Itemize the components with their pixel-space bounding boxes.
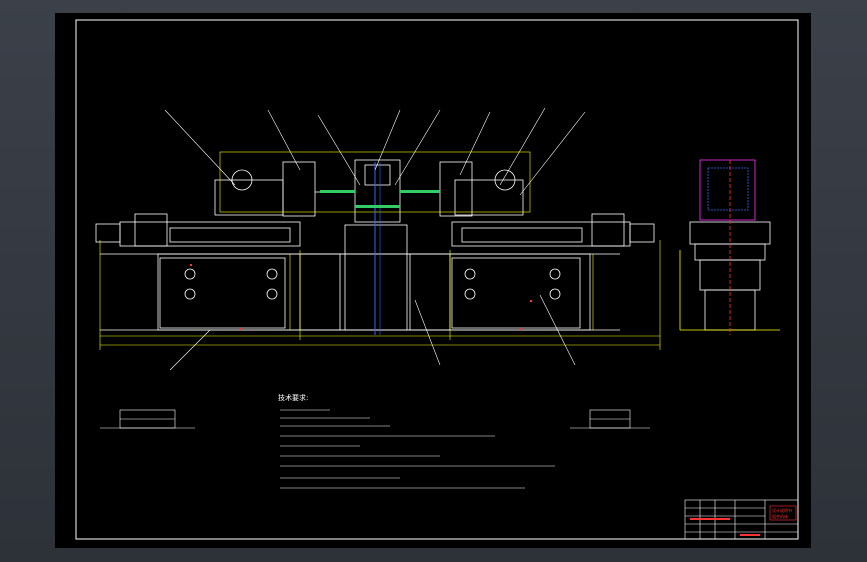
tech-req-title: 技术要求: [278,393,308,402]
inner-border [75,19,799,540]
base-bed [157,253,591,331]
left-power-head [214,179,284,216]
stamp-line2: 组合机床 [772,513,788,519]
left-gearbox [134,213,168,247]
left-base-box [159,257,286,329]
right-base-box [451,257,581,329]
tech-req-lines [280,409,555,489]
title-block [684,499,799,540]
side-view [679,159,780,335]
right-gearbox [591,213,625,247]
left-motor [95,223,121,243]
dimension-lines [99,240,661,350]
center-column [344,224,408,331]
right-motor [629,223,655,243]
drawing-sheet [55,13,811,548]
stamp-line1: 设计说明书 [772,507,792,513]
fixture [354,159,401,223]
leader-lines [164,107,586,371]
right-power-head [454,179,524,216]
